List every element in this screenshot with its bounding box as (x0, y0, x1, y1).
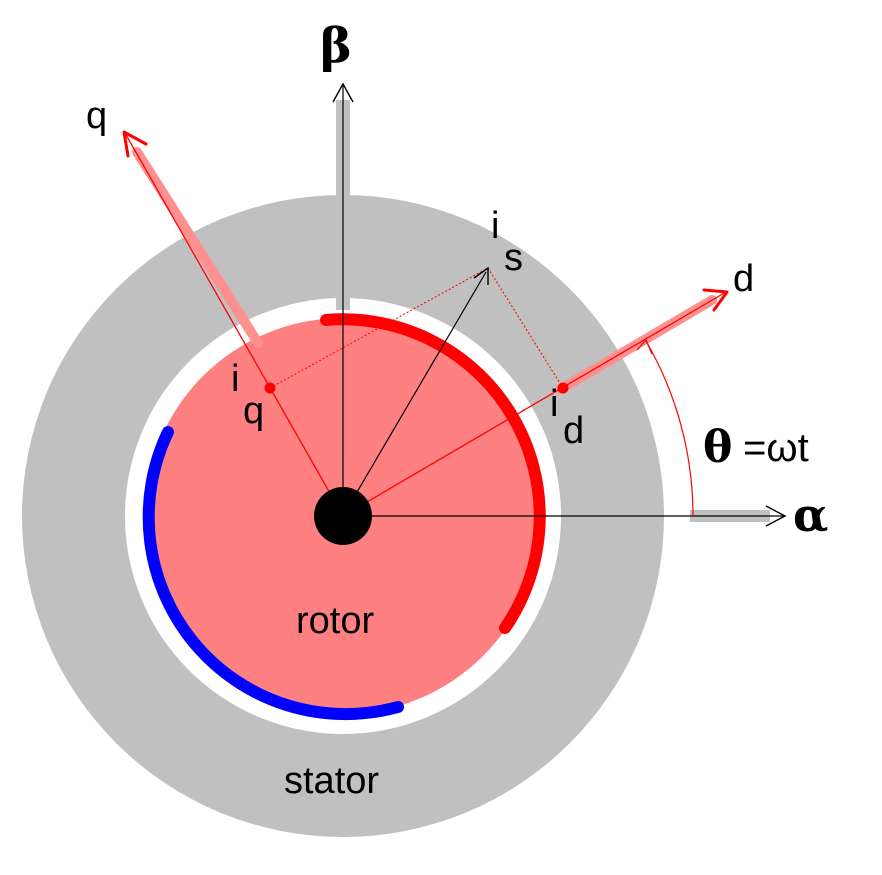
north-pole-arc (320, 313, 546, 634)
iq-label-main: i (231, 358, 239, 400)
alpha-axis (343, 505, 787, 527)
iq-label-sub: q (243, 390, 264, 432)
rotor-shaft (314, 487, 372, 545)
alpha-label: α (793, 488, 828, 542)
is-vector (342, 271, 487, 517)
d-axis-label: d (733, 258, 754, 300)
iq-point (264, 382, 276, 394)
is-label-main: i (491, 205, 499, 247)
beta-label: β (320, 18, 352, 74)
theta-symbol: θ (703, 422, 732, 473)
alpha-arrowhead (765, 505, 787, 527)
id-point (557, 382, 569, 394)
beta-arrowhead (332, 82, 354, 103)
is-arrowhead (473, 266, 489, 285)
d-arrowhead (702, 288, 729, 312)
d-axis (342, 288, 729, 517)
theta-angle-arc (645, 340, 694, 517)
theta-arc-arrowhead (636, 338, 653, 355)
is-label-sub: s (504, 237, 523, 279)
south-pole-arc (142, 426, 404, 721)
rotor-label: rotor (296, 600, 374, 642)
q-axis (122, 130, 344, 517)
iq-projection-line (269, 267, 489, 389)
beta-axis (332, 82, 354, 516)
stator-label: stator (284, 760, 379, 802)
id-label-sub: d (563, 410, 584, 452)
q-arrowhead (122, 130, 148, 158)
id-projection-line (487, 267, 564, 389)
q-axis-label: q (86, 95, 107, 137)
id-label-main: i (550, 383, 558, 425)
omega-t-label: =ωt (743, 426, 809, 470)
